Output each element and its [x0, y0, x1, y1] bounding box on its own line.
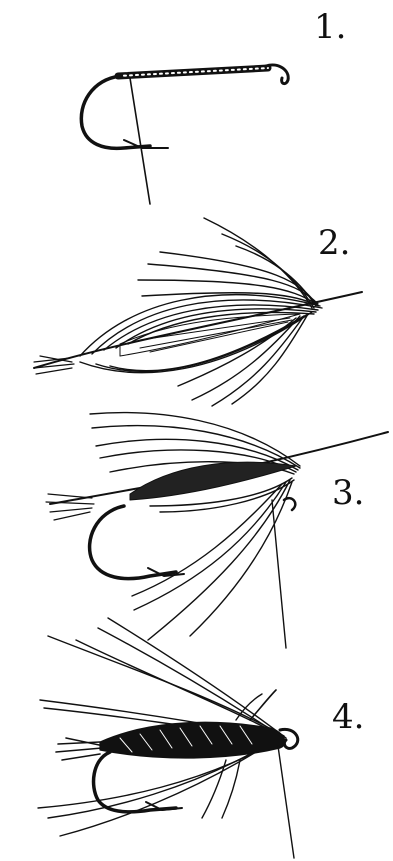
step-number-2: 2.	[318, 226, 350, 260]
step-1-hook-drawing	[81, 65, 288, 204]
step-3-wing-on-hook-drawing	[46, 413, 388, 648]
step-number-4: 4.	[332, 700, 364, 734]
step-number-3: 3.	[332, 476, 364, 510]
step-number-1: 1.	[314, 10, 346, 44]
step-2-wing-drawing	[34, 218, 362, 406]
step-4-finished-fly-drawing	[38, 618, 298, 858]
